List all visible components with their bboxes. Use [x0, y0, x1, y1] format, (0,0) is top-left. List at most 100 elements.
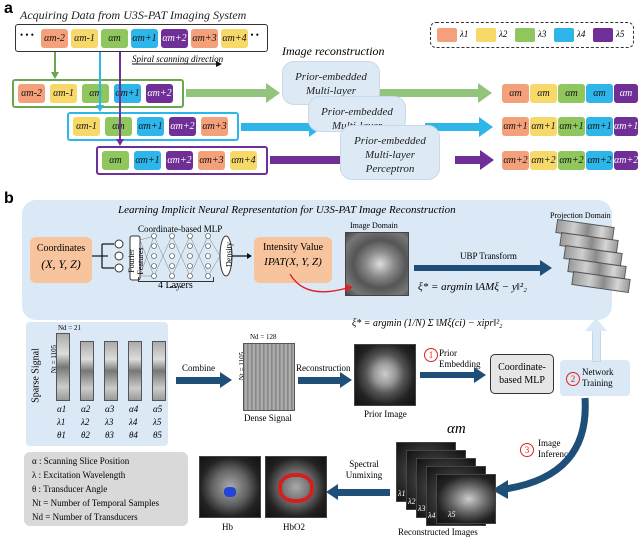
reconstruction-arrow [298, 377, 340, 384]
legend-item-4: Nt = Number of Temporal Samples [32, 498, 160, 508]
legend-label-4: λ4 [577, 29, 586, 39]
hb-label: Hb [222, 522, 233, 532]
out2-chip-1: αm+1 [502, 117, 529, 136]
top-chip-2: αm-1 [71, 29, 98, 48]
input-group-2 [67, 112, 239, 141]
sparse-signal-box [26, 322, 168, 446]
step1-number: 1 [424, 348, 438, 362]
g3-chip-2: αm+1 [134, 151, 161, 170]
legend-chip-2 [476, 28, 496, 42]
ellipsis-right: • • • [245, 30, 259, 40]
hbo2-signal [278, 473, 314, 503]
panel-a-letter: a [4, 0, 13, 17]
g1-chip-3: αm [82, 84, 109, 103]
intensity-value: IPAT(X, Y, Z) [264, 256, 322, 268]
hb-signal [224, 487, 236, 497]
intensity-box: Intensity Value IPAT(X, Y, Z) [254, 237, 332, 283]
intensity-label: Intensity Value [262, 242, 324, 253]
out3-chip-3: αm+2 [558, 151, 585, 170]
image-domain-label: Image Domain [350, 221, 398, 230]
g1-chip-1: αm-2 [18, 84, 45, 103]
acquired-data-strip [15, 24, 268, 52]
sparse-strip-2 [80, 341, 94, 401]
sparse-strip-3 [104, 341, 118, 401]
legend-chip-5 [593, 28, 613, 42]
legend-item-2: λ : Excitation Wavelength [32, 470, 126, 480]
legend-item-1: α : Scanning Slice Position [32, 456, 130, 466]
top-chip-6: αm+3 [191, 29, 218, 48]
pe1-line1: Prior-embedded [295, 71, 367, 83]
theta-3: θ3 [105, 430, 114, 440]
top-chip-3: αm [101, 29, 128, 48]
alpha-m-label: αm [447, 421, 466, 437]
dense-signal-label: Dense Signal [244, 413, 292, 423]
nd128-label: Nd = 128 [250, 333, 277, 341]
training-up-arrowhead [585, 318, 607, 331]
panel-a-title: Acquiring Data from U3S-PAT Imaging Syst… [20, 8, 247, 22]
recon-lambda-1: λ1 [398, 489, 406, 498]
legend-item-3: θ : Transducer Angle [32, 484, 108, 494]
prior-embedding-arrow [420, 372, 474, 378]
svg-text:• • •: • • • [170, 283, 183, 292]
lambda-3: λ3 [105, 417, 114, 427]
out1-chip-4: αm [586, 84, 613, 103]
top-chip-7: αm+4 [221, 29, 248, 48]
step3-number: 3 [520, 443, 534, 457]
scan-direction-label: Spiral scanning direction [132, 54, 224, 64]
prior-image [354, 344, 416, 406]
ubp-label: UBP Transform [460, 251, 517, 261]
out1-chip-2: αm [530, 84, 557, 103]
top-chip-1: αm-2 [41, 29, 68, 48]
g3-chip-4: αm+3 [198, 151, 225, 170]
hbo2-image [265, 456, 327, 518]
wavelength-legend [430, 22, 634, 48]
lambda-1: λ1 [57, 417, 66, 427]
alpha-3: α3 [105, 404, 115, 414]
image-reconstruction-label: Image reconstruction [282, 44, 385, 58]
legend-label-5: λ5 [616, 29, 625, 39]
out2-chip-3: αm+1 [558, 117, 585, 136]
top-chip-4: αm+1 [131, 29, 158, 48]
out2-chip-4: αm+1 [586, 117, 613, 136]
mlp-label: Coordinate-based MLP [138, 224, 223, 234]
legend-label-1: λ1 [460, 29, 469, 39]
unmixing-arrowhead [326, 484, 338, 500]
g1-chip-2: αm-1 [50, 84, 77, 103]
legend-chip-3 [515, 28, 535, 42]
recon-lambda-5: λ5 [448, 510, 456, 519]
theta-2: θ2 [81, 430, 90, 440]
inr-region-lower [22, 300, 612, 320]
panel-b-title: Learning Implicit Neural Representation … [118, 204, 456, 216]
legend-item-5: Nd = Number of Transducers [32, 512, 138, 522]
g3-chip-3: αm+2 [166, 151, 193, 170]
ubp-arrowhead [540, 260, 552, 276]
projection-domain-label: Projection Domain [550, 211, 611, 220]
combine-label: Combine [182, 363, 215, 373]
theta-1: θ1 [57, 430, 66, 440]
g3-chip-5: αm+4 [230, 151, 257, 170]
legend-chip-4 [554, 28, 574, 42]
out1-chip-1: αm [502, 84, 529, 103]
recon-lambda-2: λ2 [408, 497, 416, 506]
ubp-arrow [414, 265, 540, 271]
ellipsis-left: • • • [20, 30, 34, 40]
symbol-legend [24, 452, 188, 526]
coordinates-label: Coordinates [36, 243, 86, 254]
step2-label: Network Training [582, 367, 614, 388]
reconstruction-arrowhead [340, 372, 352, 388]
prior-embedding-arrowhead [474, 367, 486, 383]
out3-chip-4: αm+2 [586, 151, 613, 170]
alpha-5: α5 [153, 404, 163, 414]
step1-label: Prior Embedding [439, 348, 481, 369]
sparse-strip-4 [128, 341, 142, 401]
input-group-3 [96, 146, 268, 175]
pe-mlp-box-3: Prior-embedded Multi-layer Perceptron [340, 125, 440, 180]
out1-chip-3: αm [558, 84, 585, 103]
reconstruction-label: Reconstruction [296, 363, 351, 373]
sparse-strip-5 [152, 341, 166, 401]
pe2-line1: Prior-embedded [321, 106, 393, 118]
coordinate-mlp-box: Coordinate-based MLP [490, 354, 554, 394]
out3-chip-1: αm+2 [502, 151, 529, 170]
recon-lambda-3: λ3 [418, 504, 426, 513]
lambda-2: λ2 [81, 417, 90, 427]
